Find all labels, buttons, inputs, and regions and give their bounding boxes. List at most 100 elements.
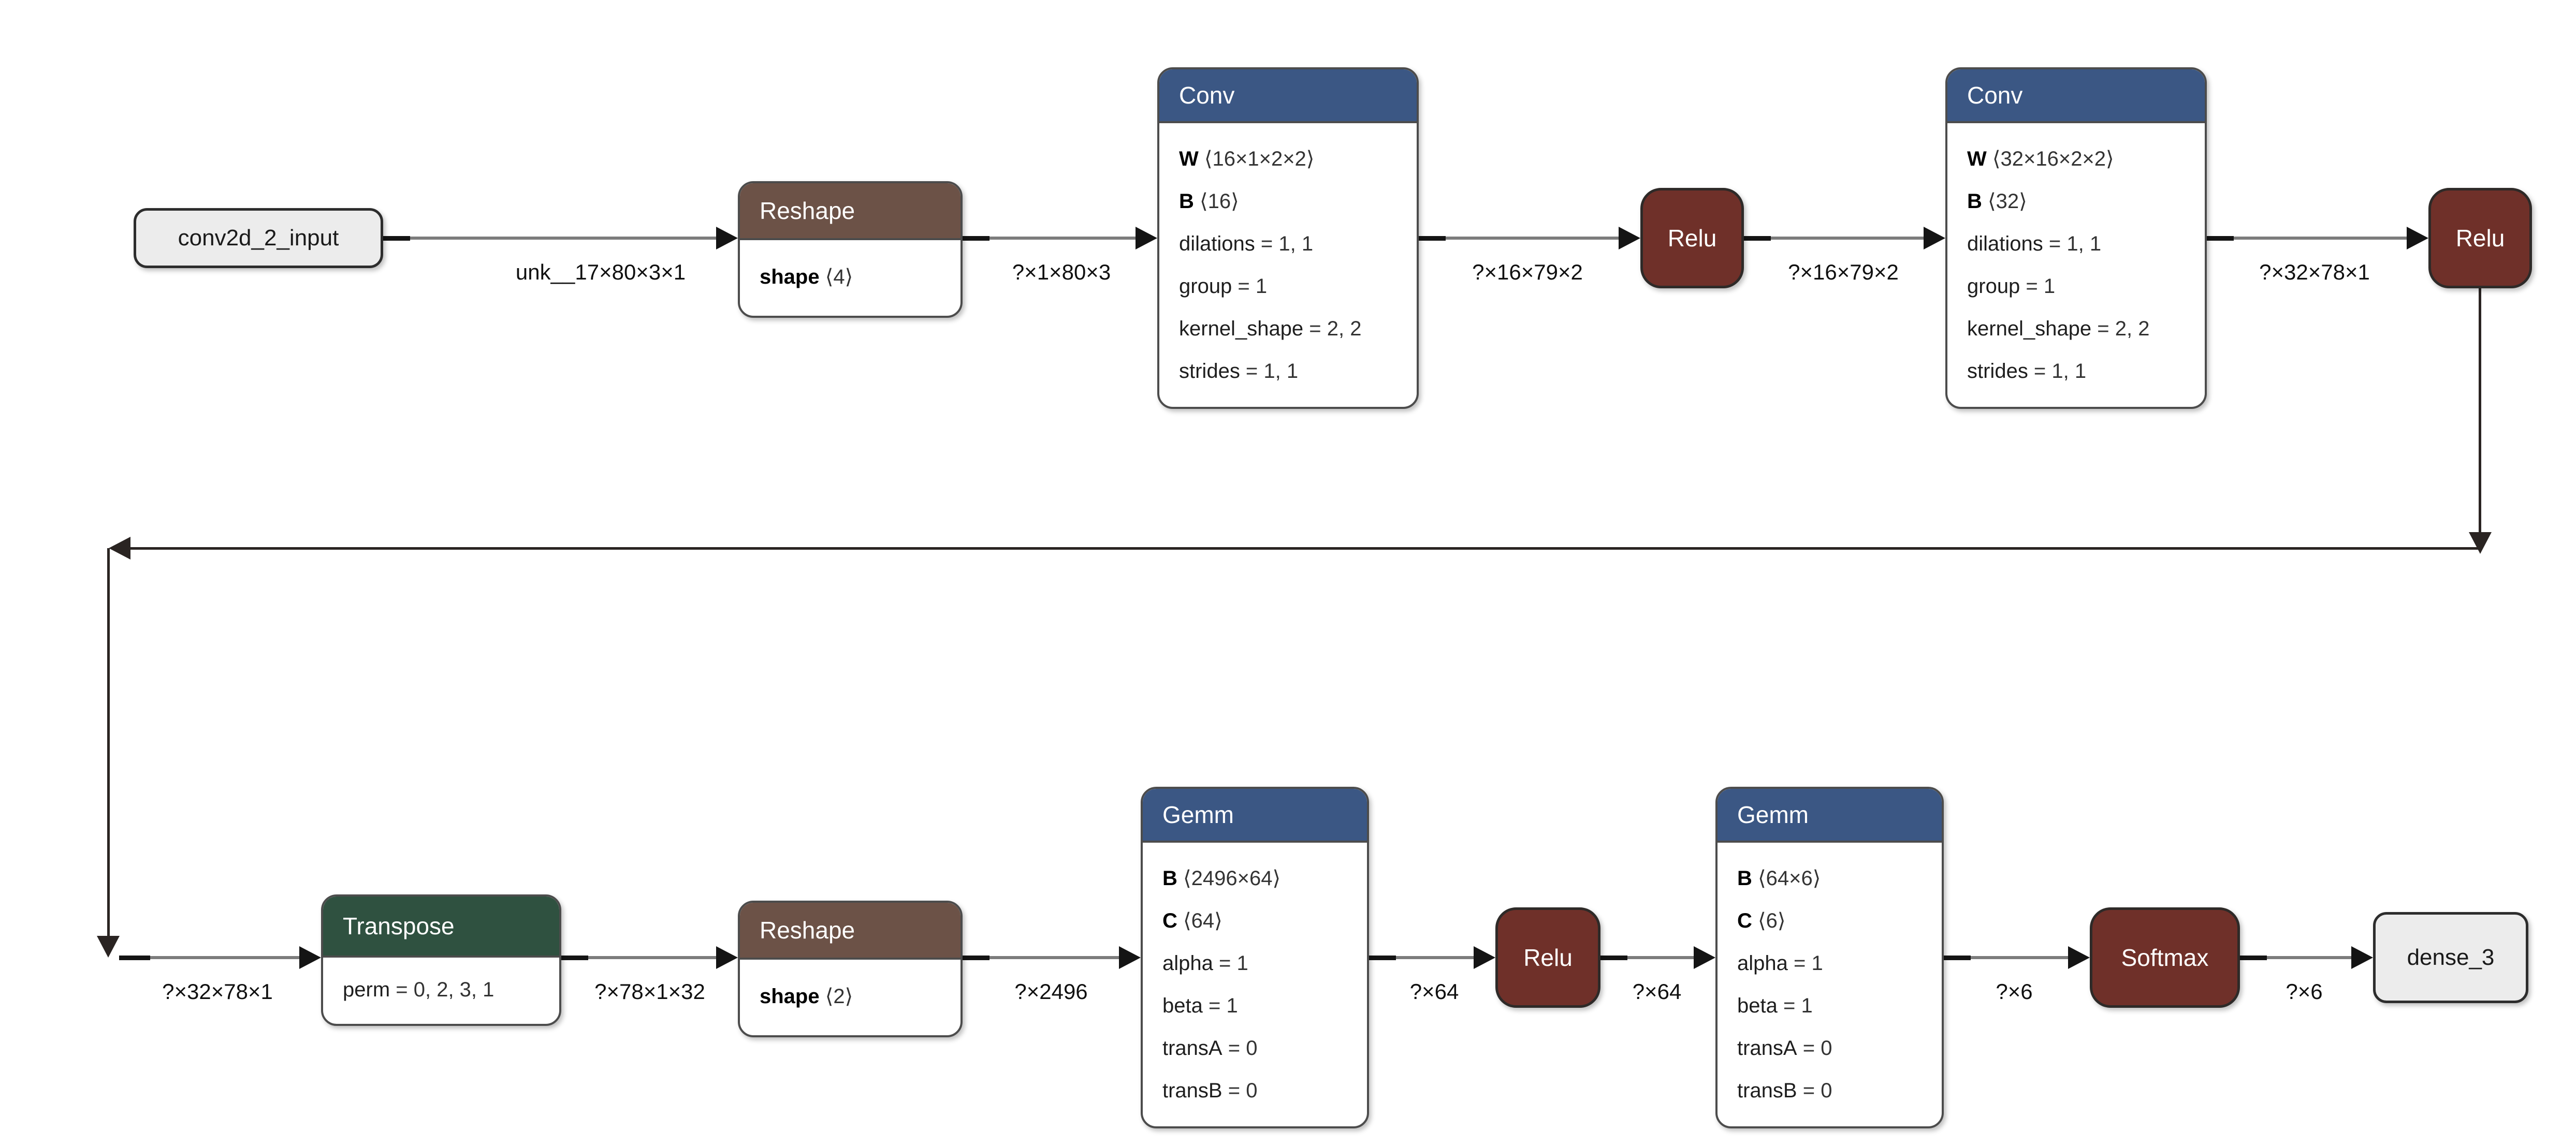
tensor-shape-label: ?×64 <box>1632 979 1682 1004</box>
edge-line <box>2267 956 2351 959</box>
edge-stub <box>1419 236 1446 241</box>
relu-node-label: Relu <box>1523 944 1573 971</box>
tensor-shape-label: ?×6 <box>1996 979 2033 1004</box>
softmax-node-label: Softmax <box>2121 944 2209 971</box>
param-line: transB = 0 <box>1162 1079 1258 1102</box>
edge-line <box>410 237 716 240</box>
edge-line-return <box>124 547 2480 550</box>
node-output-dense-3[interactable]: dense_3 <box>2373 912 2528 1003</box>
node-params: shape ⟨4⟩ <box>740 240 960 314</box>
param-line: shape ⟨2⟩ <box>760 985 853 1008</box>
node-title: Reshape <box>740 903 960 960</box>
param-line: beta = 1 <box>1162 994 1238 1017</box>
edge-stub <box>963 236 989 241</box>
edge-line-vertical <box>107 548 110 936</box>
node-title: Gemm <box>1143 789 1367 843</box>
param-line: group = 1 <box>1179 275 1268 298</box>
param-line: shape ⟨4⟩ <box>760 266 853 288</box>
edge-arrow-right-icon <box>2068 946 2090 969</box>
edge-stub <box>1944 956 1971 960</box>
node-params: shape ⟨2⟩ <box>740 960 960 1033</box>
node-softmax[interactable]: Softmax <box>2090 907 2240 1008</box>
edge-arrow-right-icon <box>299 946 321 969</box>
edge-line-vertical <box>2479 288 2481 533</box>
node-gemm-2[interactable]: Gemm B ⟨64×6⟩ C ⟨6⟩ alpha = 1 beta = 1 trans… <box>1715 787 1944 1128</box>
node-title: Reshape <box>740 183 960 240</box>
edge-line <box>1446 237 1619 240</box>
node-params: B ⟨2496×64⟩ C ⟨64⟩ alpha = 1 beta = 1 transA… <box>1143 843 1367 1112</box>
edge-arrow-right-icon <box>1619 227 1640 249</box>
param-line: group = 1 <box>1967 275 2056 298</box>
edge-arrow-down-icon <box>2469 532 2492 554</box>
node-params: B ⟨64×6⟩ C ⟨6⟩ alpha = 1 beta = 1 transA = 0… <box>1718 843 1942 1112</box>
edge-arrow-right-icon <box>2407 227 2428 249</box>
param-line: B ⟨32⟩ <box>1967 190 2027 213</box>
node-params: perm = 0, 2, 3, 1 <box>323 958 559 1022</box>
node-conv-2[interactable]: Conv W ⟨32×16×2×2⟩B ⟨32⟩dilations = 1, 1… <box>1945 67 2207 409</box>
param-line: transA = 0 <box>1162 1037 1258 1060</box>
param-line: C ⟨64⟩ <box>1162 909 1222 932</box>
edge-line <box>588 956 716 959</box>
node-title: Transpose <box>323 897 559 958</box>
tensor-shape-label: ?×2496 <box>1014 979 1088 1004</box>
node-relu-3[interactable]: Relu <box>1495 907 1600 1008</box>
param-line: alpha = 1 <box>1162 952 1248 975</box>
param-line: beta = 1 <box>1737 994 1813 1017</box>
edge-line <box>1971 956 2068 959</box>
edge-arrow-right-icon <box>1694 946 1715 969</box>
param-line: strides = 1, 1 <box>1967 360 2087 383</box>
edge-stub <box>1369 956 1396 960</box>
param-line: B ⟨2496×64⟩ <box>1162 867 1281 890</box>
node-title: Gemm <box>1718 789 1942 843</box>
param-line: transB = 0 <box>1737 1079 1832 1102</box>
edge-line <box>1396 956 1474 959</box>
tensor-shape-label: ?×16×79×2 <box>1788 260 1899 284</box>
edge-line <box>150 956 299 959</box>
tensor-shape-label: unk__17×80×3×1 <box>515 260 686 284</box>
edge-stub <box>119 956 150 960</box>
edge-arrow-left-icon <box>109 537 130 560</box>
edge-arrow-right-icon <box>1119 946 1141 969</box>
param-line: perm = 0, 2, 3, 1 <box>343 978 494 1001</box>
param-line: W ⟨16×1×2×2⟩ <box>1179 148 1315 170</box>
param-line: C ⟨6⟩ <box>1737 909 1786 932</box>
node-title: Conv <box>1159 69 1417 123</box>
node-transpose[interactable]: Transpose perm = 0, 2, 3, 1 <box>321 894 561 1026</box>
param-line: B ⟨64×6⟩ <box>1737 867 1821 890</box>
param-line: B ⟨16⟩ <box>1179 190 1239 213</box>
edge-line <box>989 237 1136 240</box>
edge-arrow-down-icon <box>97 936 120 958</box>
param-line: kernel_shape = 2, 2 <box>1179 317 1362 340</box>
edge-arrow-right-icon <box>1924 227 1945 249</box>
param-line: dilations = 1, 1 <box>1967 232 2102 255</box>
edge-stub <box>963 956 989 960</box>
node-relu-1[interactable]: Relu <box>1640 188 1744 288</box>
node-reshape-2[interactable]: Reshape shape ⟨2⟩ <box>738 901 963 1037</box>
edge-arrow-right-icon <box>1474 946 1495 969</box>
relu-node-label: Relu <box>2455 225 2505 252</box>
tensor-shape-label: ?×1×80×3 <box>1012 260 1111 284</box>
edge-stub <box>1744 236 1771 241</box>
node-gemm-1[interactable]: Gemm B ⟨2496×64⟩ C ⟨64⟩ alpha = 1 beta = 1 t… <box>1141 787 1369 1128</box>
input-node-label: conv2d_2_input <box>178 225 339 251</box>
edge-line <box>2234 237 2407 240</box>
edge-stub <box>1600 956 1627 960</box>
node-title: Conv <box>1947 69 2205 123</box>
node-reshape-1[interactable]: Reshape shape ⟨4⟩ <box>738 181 963 318</box>
param-line: alpha = 1 <box>1737 952 1823 975</box>
edge-line <box>1627 956 1694 959</box>
param-line: kernel_shape = 2, 2 <box>1967 317 2150 340</box>
edge-arrow-right-icon <box>716 946 738 969</box>
tensor-shape-label: ?×32×78×1 <box>2259 260 2370 284</box>
edge-stub <box>383 236 410 241</box>
edge-line <box>989 956 1119 959</box>
output-node-label: dense_3 <box>2407 945 2495 970</box>
edge-stub <box>2207 236 2234 241</box>
node-input-conv2d-2-input[interactable]: conv2d_2_input <box>134 208 383 268</box>
node-relu-2[interactable]: Relu <box>2428 188 2532 288</box>
param-line: transA = 0 <box>1737 1037 1832 1060</box>
